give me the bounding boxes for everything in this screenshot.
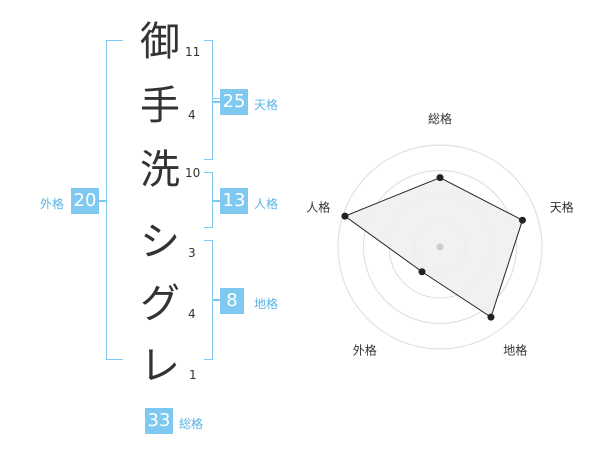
soukaku-label: 総格 — [179, 417, 204, 431]
stroke-count-2: 4 — [188, 108, 196, 122]
stroke-count-3: 10 — [185, 166, 201, 180]
radar-point-2 — [518, 216, 526, 224]
radar-axis-label-5: 人格 — [306, 199, 330, 214]
tenkaku-label: 天格 — [254, 98, 279, 112]
soukaku-bracket — [212, 98, 220, 99]
radar-point-5 — [341, 212, 349, 220]
radar-axis-label-3: 地格 — [503, 343, 527, 358]
gaikaku-bracket — [106, 40, 123, 360]
radar-ring-4 — [337, 144, 543, 350]
chikaku-badge: 8 — [220, 288, 244, 314]
gaikaku-badge: 20 — [71, 188, 99, 214]
radar-center-dot — [436, 243, 444, 251]
chikaku-tick — [212, 299, 220, 301]
stroke-count-6: 1 — [189, 368, 197, 382]
tenkaku-tick — [212, 101, 220, 103]
stroke-count-4: 3 — [188, 246, 196, 260]
radar-axis-label-4: 外格 — [353, 343, 377, 358]
jinkaku-badge: 13 — [220, 188, 248, 214]
chikaku-label: 地格 — [254, 297, 279, 311]
stroke-count-5: 4 — [188, 307, 196, 321]
radar-ring-3 — [363, 170, 517, 324]
name-char-6: レ — [140, 343, 180, 389]
name-char-2: 手 — [140, 83, 180, 129]
gaikaku-label: 外格 — [40, 197, 65, 211]
radar-point-3 — [487, 313, 495, 321]
name-char-1: 御 — [140, 19, 180, 65]
tenkaku-bracket — [204, 40, 213, 160]
gaikaku-tick — [98, 200, 106, 202]
stroke-count-1: 11 — [185, 45, 201, 59]
jinkaku-label: 人格 — [254, 197, 279, 211]
radar-axis-label-2: 天格 — [550, 199, 574, 214]
radar-axis-label-1: 総格 — [428, 111, 452, 126]
name-char-5: グ — [140, 281, 180, 327]
soukaku-badge: 33 — [145, 408, 173, 434]
radar-ring-1 — [414, 221, 466, 273]
tenkaku-badge: 25 — [220, 89, 248, 115]
jinkaku-tick — [212, 200, 220, 202]
name-char-4: シ — [140, 219, 180, 265]
name-char-3: 洗 — [140, 147, 180, 193]
radar-area — [343, 177, 524, 318]
radar-point-1 — [436, 174, 444, 182]
radar-point-4 — [418, 268, 426, 276]
radar-ring-2 — [388, 195, 492, 299]
